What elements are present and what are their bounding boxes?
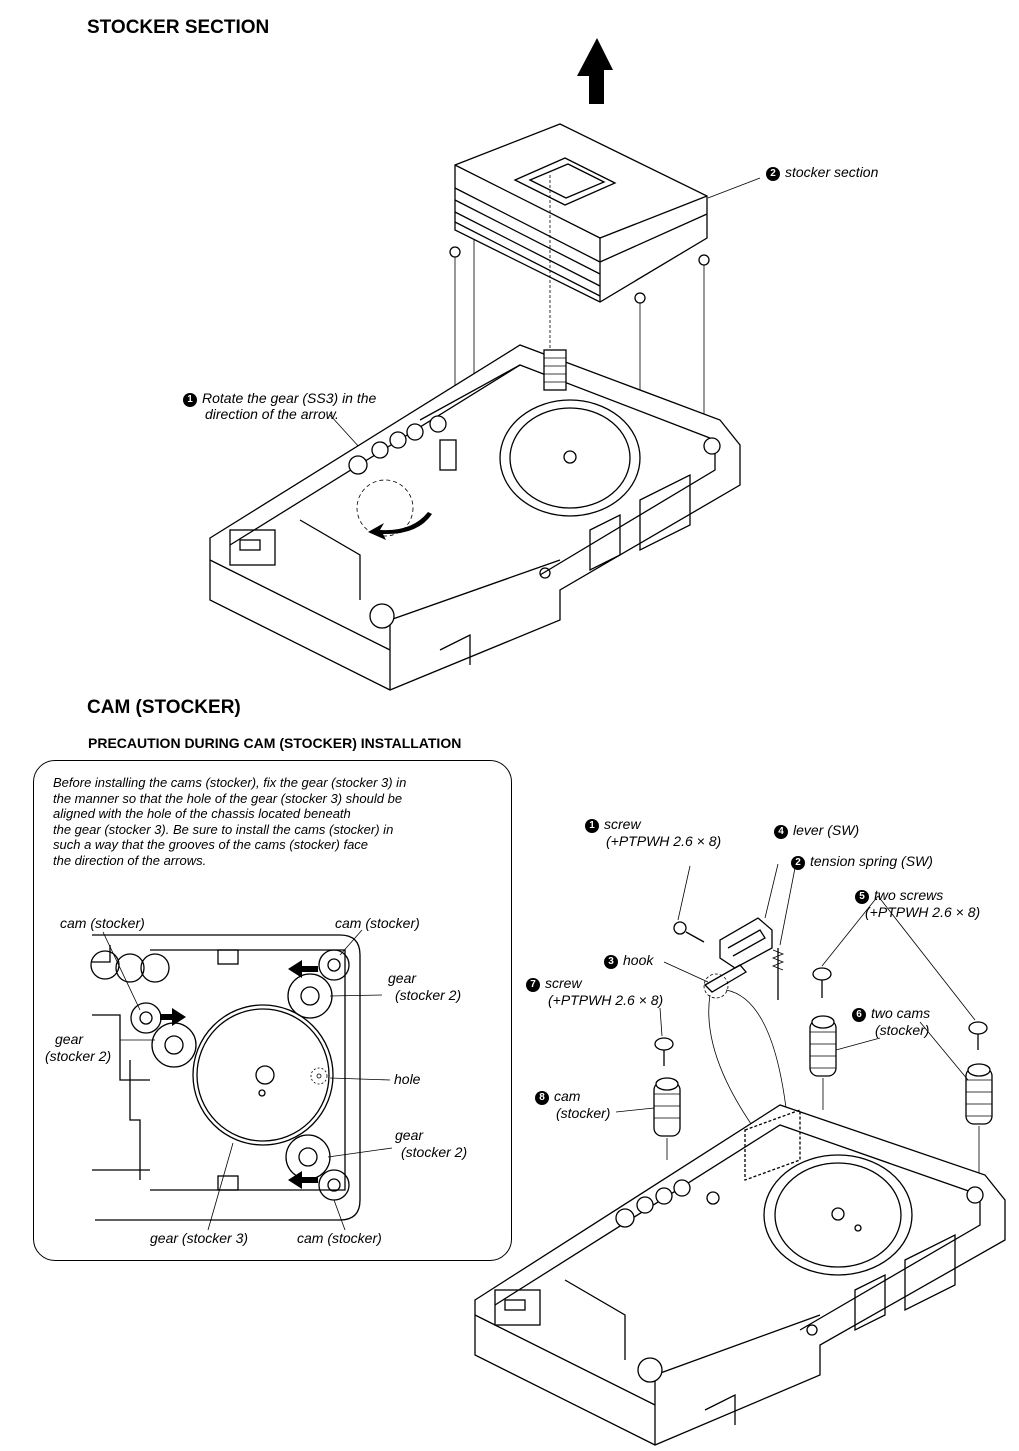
part1-spec: (+PTPWH 2.6 × 8) bbox=[606, 833, 722, 849]
inset-label-cam-tl: cam (stocker) bbox=[60, 915, 145, 931]
inset-label-gear-r1-b: (stocker 2) bbox=[395, 987, 462, 1003]
stocker-box bbox=[449, 123, 710, 360]
precaution-heading: PRECAUTION DURING CAM (STOCKER) INSTALLA… bbox=[88, 735, 462, 751]
chassis-bottom bbox=[474, 1104, 1006, 1446]
precaution-note: Before installing the cams (stocker), fi… bbox=[53, 775, 407, 868]
step1-label-line2: direction of the arrow. bbox=[205, 406, 339, 422]
inset-label-gear-r2-b: (stocker 2) bbox=[401, 1144, 468, 1160]
inset-label-gear-r2: gear bbox=[395, 1127, 424, 1143]
part6-spec: (stocker) bbox=[875, 1022, 930, 1038]
inset-label-cam-br: cam (stocker) bbox=[297, 1230, 382, 1246]
part5-spec: (+PTPWH 2.6 × 8) bbox=[865, 904, 981, 920]
inset-label-gear-r1: gear bbox=[388, 970, 417, 986]
part8-spec: (stocker) bbox=[556, 1105, 611, 1121]
inset-label-hole: hole bbox=[394, 1071, 421, 1087]
section-title-cam: CAM (STOCKER) bbox=[87, 697, 241, 718]
section-title-stocker: STOCKER SECTION bbox=[87, 17, 270, 38]
inset-label-gear-l: gear bbox=[55, 1031, 84, 1047]
inset-label-gear-l-b: (stocker 2) bbox=[45, 1048, 112, 1064]
inset-label-cam-tr: cam (stocker) bbox=[335, 915, 420, 931]
rotate-arrow bbox=[368, 512, 432, 540]
stocker-section-diagram bbox=[209, 38, 761, 691]
inset-label-gear3: gear (stocker 3) bbox=[150, 1230, 249, 1246]
precaution-box bbox=[33, 760, 512, 1261]
removal-arrow bbox=[577, 38, 613, 104]
part7-spec: (+PTPWH 2.6 × 8) bbox=[548, 992, 664, 1008]
chassis-top bbox=[209, 344, 741, 691]
